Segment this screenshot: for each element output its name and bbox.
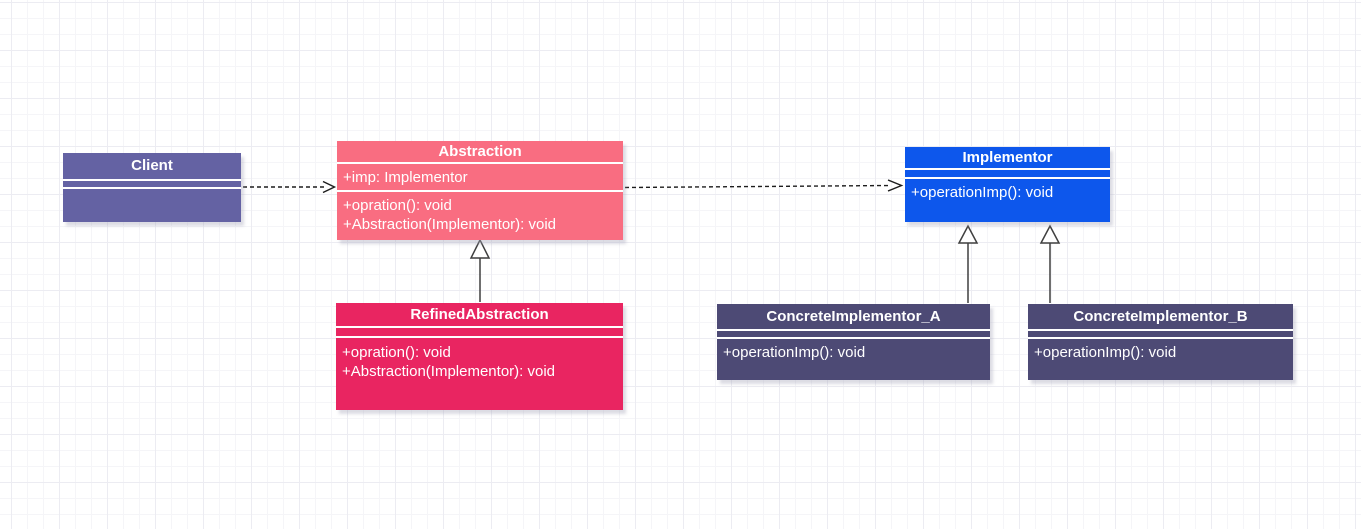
- class-implementor-methods: +operationImp(): void: [905, 177, 1110, 202]
- class-refinedabstraction-attributes: [336, 326, 623, 336]
- edge-abstraction-to-implementor[interactable]: [624, 179, 904, 192]
- class-client-attributes: [63, 179, 241, 187]
- class-refinedabstraction-methods: +opration(): void +Abstraction(Implement…: [336, 336, 623, 381]
- method-line: +operationImp(): void: [911, 184, 1054, 201]
- attribute-line: +imp: Implementor: [343, 169, 468, 186]
- class-refinedabstraction-title: RefinedAbstraction: [410, 306, 549, 323]
- class-implementor[interactable]: Implementor +operationImp(): void: [905, 147, 1110, 222]
- class-implementor-attributes: [905, 168, 1110, 177]
- method-line: +Abstraction(Implementor): void: [343, 216, 557, 233]
- class-abstraction-title: Abstraction: [438, 143, 522, 160]
- class-client-title: Client: [131, 157, 173, 174]
- class-concreteimplementor-a[interactable]: ConcreteImplementor_A +operationImp(): v…: [717, 304, 990, 380]
- method-line: +operationImp(): void: [1034, 344, 1177, 361]
- class-client-methods: [63, 187, 241, 189]
- method-line: +Abstraction(Implementor): void: [342, 363, 556, 380]
- method-line: +operationImp(): void: [723, 344, 866, 361]
- edge-concreteimplementora-to-implementor[interactable]: [957, 224, 979, 303]
- class-concreteimplementor-b-title: ConcreteImplementor_B: [1073, 308, 1248, 325]
- class-refinedabstraction[interactable]: RefinedAbstraction +opration(): void +Ab…: [336, 303, 623, 410]
- class-concreteimplementor-a-methods: +operationImp(): void: [717, 337, 990, 362]
- method-line: +opration(): void: [342, 344, 451, 361]
- edge-concreteimplementorb-to-implementor[interactable]: [1039, 224, 1061, 303]
- class-concreteimplementor-b-attributes: [1028, 329, 1293, 337]
- class-implementor-title: Implementor: [962, 149, 1053, 166]
- class-concreteimplementor-a-attributes: [717, 329, 990, 337]
- class-client[interactable]: Client: [63, 153, 241, 222]
- method-line: +opration(): void: [343, 197, 452, 214]
- class-concreteimplementor-b-methods: +operationImp(): void: [1028, 337, 1293, 362]
- class-abstraction[interactable]: Abstraction +imp: Implementor +opration(…: [337, 141, 623, 240]
- class-concreteimplementor-a-title: ConcreteImplementor_A: [766, 308, 941, 325]
- class-abstraction-methods: +opration(): void +Abstraction(Implement…: [337, 190, 623, 234]
- class-abstraction-attributes: +imp: Implementor: [337, 162, 623, 190]
- edge-client-to-abstraction[interactable]: [243, 180, 337, 194]
- edge-refinedabstraction-to-abstraction[interactable]: [469, 238, 491, 302]
- class-concreteimplementor-b[interactable]: ConcreteImplementor_B +operationImp(): v…: [1028, 304, 1293, 380]
